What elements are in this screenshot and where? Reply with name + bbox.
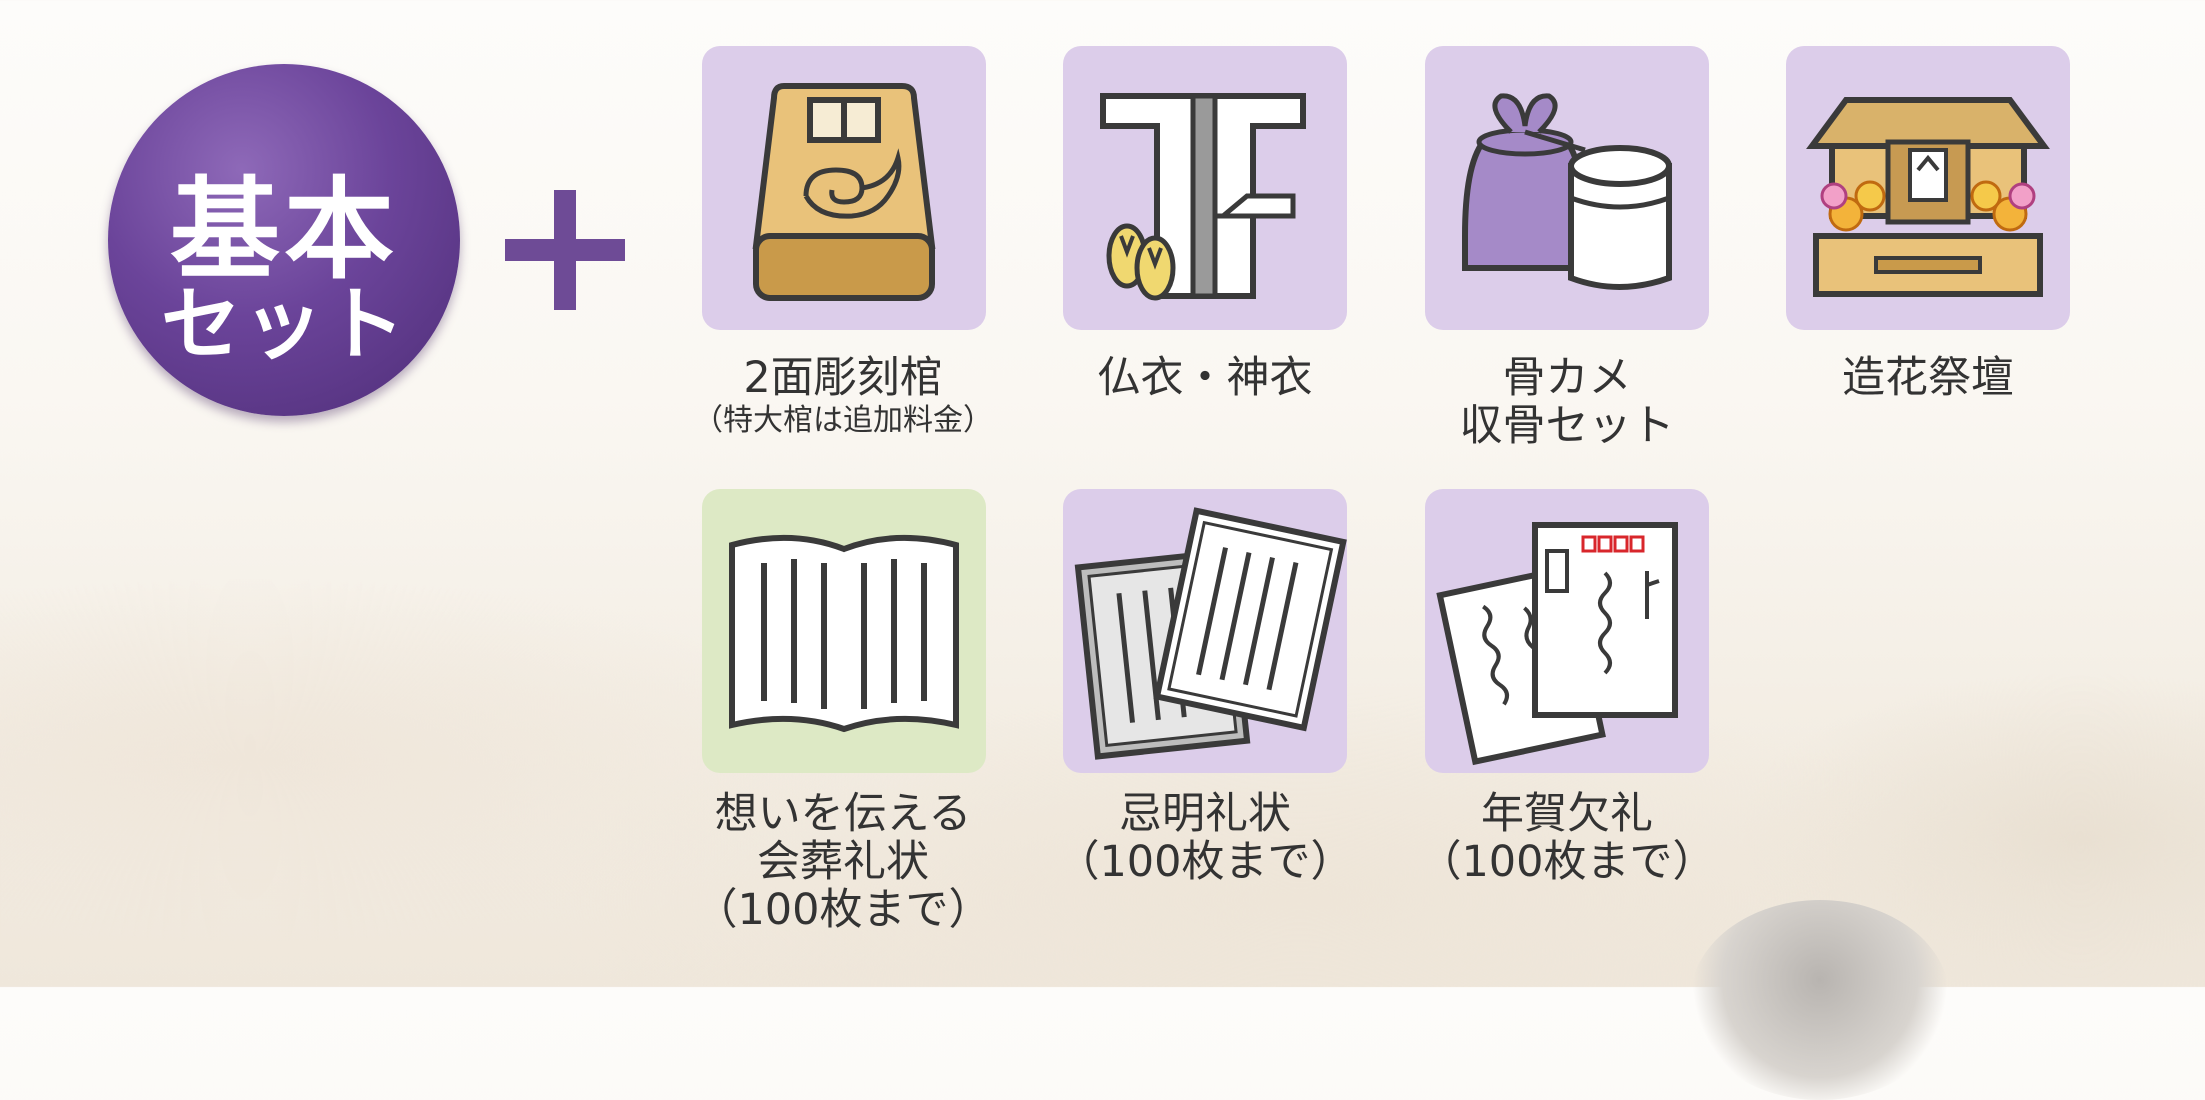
urn-icon bbox=[1462, 93, 1672, 290]
robe-label: 仏衣・神衣 bbox=[1097, 353, 1313, 403]
postcard-label: 年賀欠礼 （100枚まで） bbox=[1418, 789, 1716, 887]
letter-label: 想いを伝える 会葬礼状 （100枚まで） bbox=[694, 789, 992, 935]
coffin-note: （特大棺は追加料金） bbox=[693, 403, 993, 438]
urn-label: 骨カメ 収骨セット bbox=[1459, 353, 1675, 451]
coffin-label: 2面彫刻棺 （特大棺は追加料金） bbox=[673, 354, 1013, 440]
robe-tile bbox=[1063, 46, 1347, 330]
postcard-note: （100枚まで） bbox=[1418, 837, 1716, 887]
coffin-tile bbox=[702, 46, 986, 330]
cards-label: 忌明礼状 （100枚まで） bbox=[1056, 789, 1354, 887]
badge-subtitle: セット bbox=[161, 278, 407, 371]
cards-note: （100枚まで） bbox=[1056, 837, 1354, 887]
postcard-icon bbox=[1436, 522, 1678, 766]
coffin-icon bbox=[752, 83, 936, 301]
altar-icon bbox=[1806, 97, 2050, 297]
urn-tile bbox=[1425, 46, 1709, 330]
cards-tile bbox=[1063, 489, 1347, 773]
letter-note: （100枚まで） bbox=[694, 885, 992, 935]
badge-title: 基本 bbox=[170, 166, 398, 294]
cards-icon bbox=[1074, 507, 1347, 760]
basic-set-badge: 基本 セット bbox=[108, 64, 460, 416]
plus-icon bbox=[505, 190, 625, 310]
altar-label: 造花祭壇 bbox=[1842, 353, 2014, 403]
postcard-tile bbox=[1425, 489, 1709, 773]
open-letter-icon bbox=[729, 534, 959, 733]
background-rock bbox=[1690, 900, 1950, 1100]
letter-tile bbox=[702, 489, 986, 773]
altar-tile bbox=[1786, 46, 2070, 330]
robe-icon bbox=[1100, 93, 1306, 301]
